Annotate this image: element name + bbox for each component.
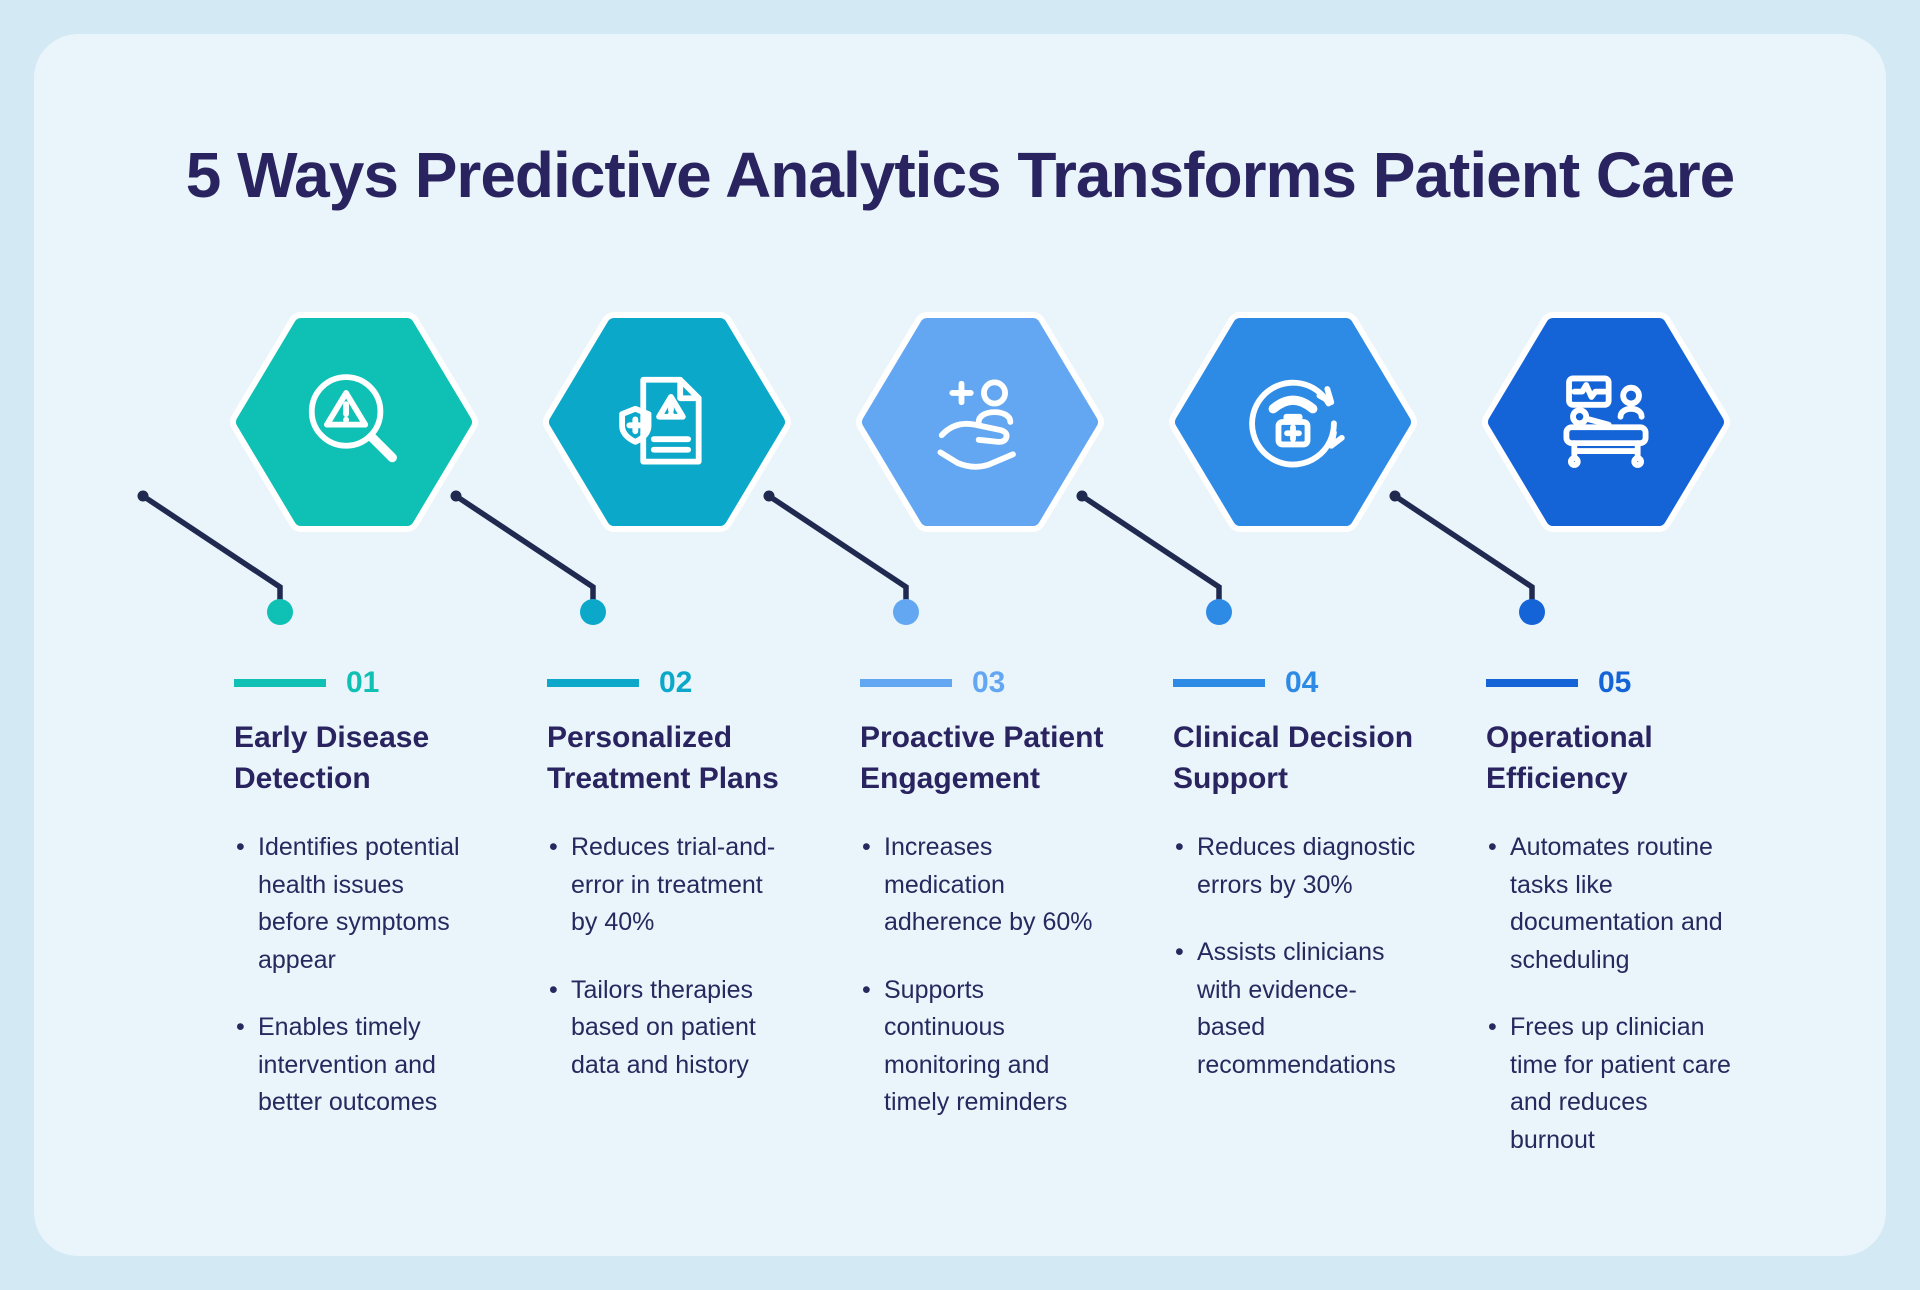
step-title: Personalized Treatment Plans [547,721,779,795]
step-number-row: 02 [547,666,792,700]
number-underline [1173,679,1265,687]
step-column-2: 02 Personalized Treatment Plans Reduces … [450,307,820,1159]
step-column-3: 03 Proactive Patient Engagement Increase… [763,307,1133,1159]
bullet-list: Increases medication adherence by 60% Su… [860,829,1105,1122]
bullet-item: Tailors therapies based on patient data … [547,972,792,1085]
number-underline [234,679,326,687]
hexagon-shape [230,312,478,532]
connector-line [450,490,606,625]
bullet-item: Reduces diagnostic errors by 30% [1173,829,1418,904]
hexagon-shape [543,312,791,532]
step-title: Early Disease Detection [234,721,430,795]
bullet-list: Reduces diagnostic errors by 30% Assists… [1173,829,1418,1084]
connector-line [763,490,919,625]
step-number-row: 03 [860,666,1105,700]
steps-row: 01 Early Disease Detection Identifies po… [34,307,1886,1159]
document-shield-alert-icon [619,376,702,465]
hexagon-4 [1168,307,1418,537]
magnifier-alert-icon [308,374,397,463]
hexagon-5 [1481,307,1731,537]
step-column-1: 01 Early Disease Detection Identifies po… [137,307,507,1159]
step-number: 04 [1285,666,1319,699]
step-number: 02 [659,666,693,699]
connector-line [137,490,293,625]
number-underline [1486,679,1578,687]
connector-line [1389,490,1545,625]
step-number: 03 [972,666,1006,699]
hospital-bed-icon [1563,375,1649,468]
step-number-row: 04 [1173,666,1418,700]
step-column-4: 04 Clinical Decision Support Reduces dia… [1076,307,1446,1159]
bullet-item: Enables timely intervention and better o… [234,1009,479,1122]
hand-patient-care-icon [937,379,1016,470]
bullet-list: Identifies potential health issues befor… [234,829,479,1122]
bullet-item: Assists clinicians with evidence-based r… [1173,934,1418,1084]
step-number: 01 [346,666,380,699]
bullet-item: Frees up clinician time for patient care… [1486,1009,1731,1159]
bullet-item: Reduces trial-and-error in treatment by … [547,829,792,942]
number-underline [860,679,952,687]
bullet-item: Identifies potential health issues befor… [234,829,479,979]
step-column-5: 05 Operational Efficiency Automates rout… [1389,307,1759,1159]
content-card: 5 Ways Predictive Analytics Transforms P… [34,34,1886,1256]
step-title: Operational Efficiency [1486,721,1653,795]
bullet-list: Reduces trial-and-error in treatment by … [547,829,792,1084]
page-title: 5 Ways Predictive Analytics Transforms P… [185,139,1735,211]
step-number-row: 05 [1486,666,1731,700]
step-number: 05 [1598,666,1632,699]
connector-line [1076,490,1232,625]
hexagon-1 [229,307,479,537]
hexagon-3 [855,307,1105,537]
number-underline [547,679,639,687]
step-number-row: 01 [234,666,479,700]
bullet-item: Increases medication adherence by 60% [860,829,1105,942]
telehealth-cycle-icon [1249,379,1345,468]
bullet-item: Automates routine tasks like documentati… [1486,829,1731,979]
hexagon-2 [542,307,792,537]
bullet-item: Supports continuous monitoring and timel… [860,972,1105,1122]
step-title: Proactive Patient Engagement [860,721,1104,795]
bullet-list: Automates routine tasks like documentati… [1486,829,1731,1159]
step-title: Clinical Decision Support [1173,721,1414,795]
